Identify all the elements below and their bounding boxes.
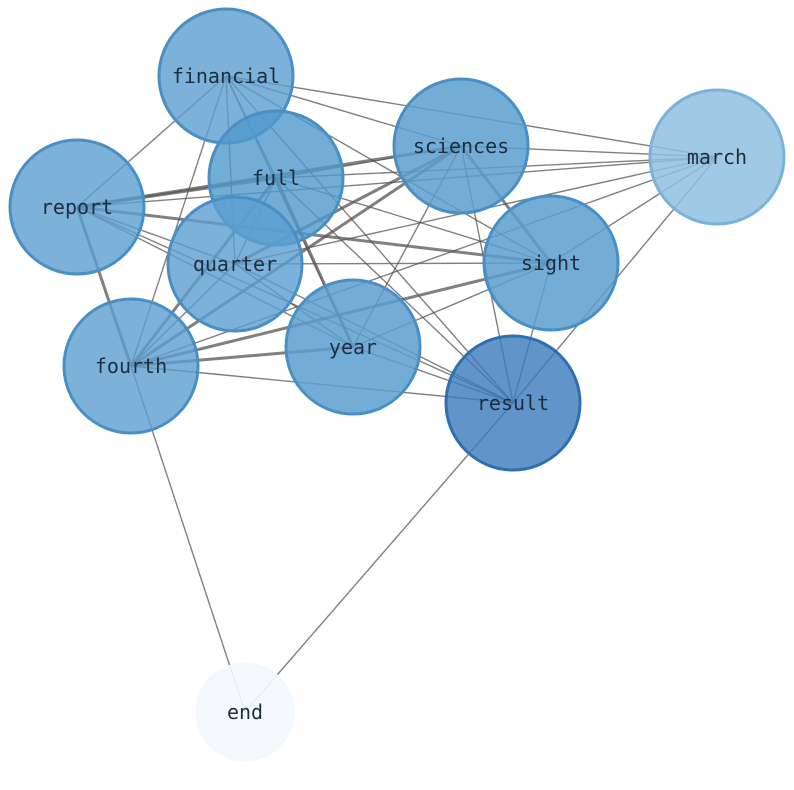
node-circle-march — [648, 88, 786, 226]
edge-march-report — [76, 156, 718, 208]
node-label-year: year — [329, 335, 377, 359]
node-circle-result — [444, 334, 582, 472]
node-label-full: full — [252, 166, 300, 190]
node-quarter: quarter — [166, 195, 304, 333]
node-circle-year — [284, 278, 422, 416]
node-sight: sight — [482, 194, 620, 332]
node-label-sciences: sciences — [413, 134, 509, 158]
node-layer: financial sciences march full report quarter s… — [8, 7, 786, 762]
node-result: result — [444, 334, 582, 472]
node-end: end — [195, 662, 295, 762]
node-label-sight: sight — [521, 251, 581, 275]
node-fourth: fourth — [62, 297, 200, 435]
node-label-report: report — [41, 195, 113, 219]
node-circle-fourth — [62, 297, 200, 435]
node-march: march — [648, 88, 786, 226]
node-report: report — [8, 138, 146, 276]
node-label-march: march — [687, 145, 747, 169]
node-label-end: end — [227, 700, 263, 724]
node-label-result: result — [477, 391, 549, 415]
node-circle-quarter — [166, 195, 304, 333]
edge-report-sight — [76, 205, 552, 265]
node-circle-end — [195, 662, 295, 762]
node-label-quarter: quarter — [193, 252, 277, 276]
edge-report-result — [76, 206, 514, 404]
node-circle-report — [8, 138, 146, 276]
node-circle-sciences — [392, 77, 530, 215]
node-label-financial: financial — [172, 64, 280, 88]
node-circle-sight — [482, 194, 620, 332]
node-label-fourth: fourth — [95, 354, 167, 378]
node-financial: financial — [157, 7, 295, 145]
node-year: year — [284, 278, 422, 416]
node-sciences: sciences — [392, 77, 530, 215]
